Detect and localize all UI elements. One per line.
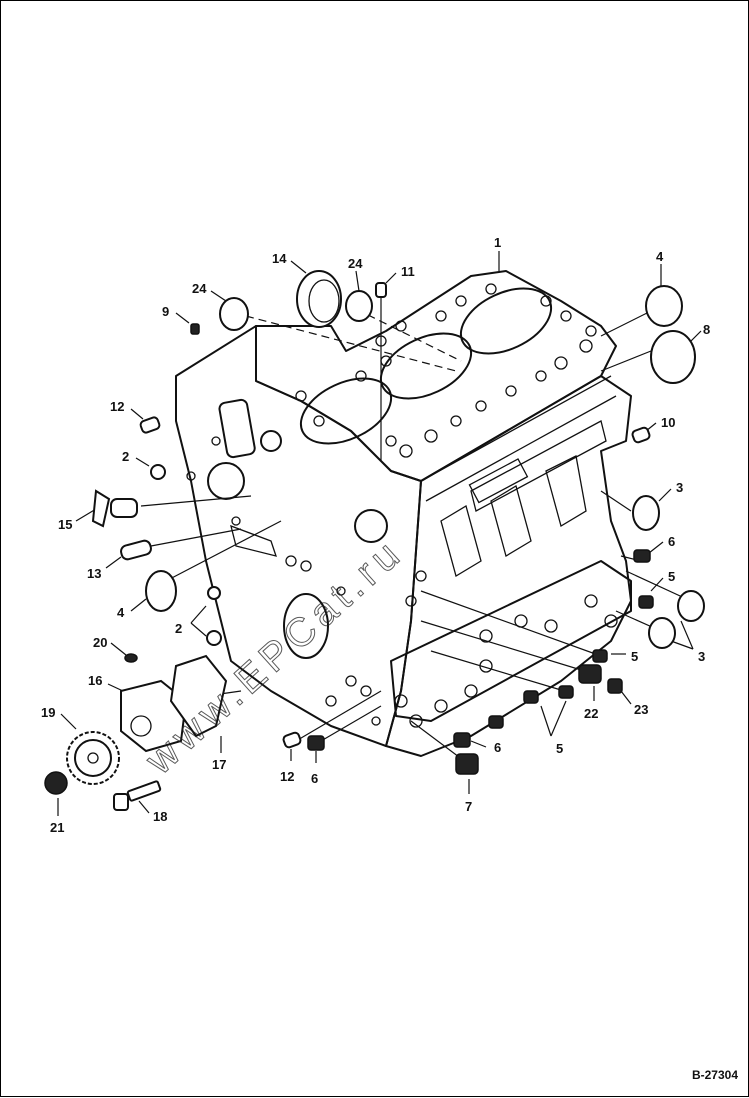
callout-23: 23	[634, 702, 648, 717]
plug-24-right	[345, 290, 373, 322]
callout-19: 19	[41, 705, 55, 720]
plug-12-bottom	[282, 731, 302, 749]
plug-6-top	[633, 549, 651, 563]
plug-7	[455, 753, 479, 775]
gasket-17	[169, 654, 228, 738]
callout-18: 18	[153, 809, 167, 824]
pin-11	[375, 282, 387, 298]
callout-8: 8	[703, 322, 710, 337]
side-holes	[394, 570, 618, 728]
plug-4-bottom	[145, 570, 177, 612]
plug-5-e	[488, 715, 504, 729]
figure-reference-code: B-27304	[691, 1068, 738, 1082]
plug-5-b	[592, 649, 608, 663]
callout-2: 2	[122, 449, 129, 464]
callout-5: 5	[631, 649, 638, 664]
leader-lines	[57, 251, 702, 816]
bolt-18-shank	[126, 780, 162, 802]
plug-6-mid	[453, 732, 471, 748]
callout-16: 16	[88, 673, 102, 688]
callout-6: 6	[668, 534, 675, 549]
bushing-3-a	[677, 590, 705, 622]
deck-holes	[295, 283, 597, 458]
plug-10	[631, 426, 651, 444]
callout-labels: 1 4 8 24 11 14 24 9 12 10 2 3 15 6 13 5 …	[41, 235, 710, 835]
callout-21: 21	[50, 820, 64, 835]
callout-10: 10	[661, 415, 675, 430]
callout-17: 17	[212, 757, 226, 772]
callout-5: 5	[668, 569, 675, 584]
callout-13: 13	[87, 566, 101, 581]
callout-7: 7	[465, 799, 472, 814]
callout-4: 4	[656, 249, 664, 264]
callout-14: 14	[272, 251, 287, 266]
callout-20: 20	[93, 635, 107, 650]
plug-6-low	[307, 735, 325, 751]
callout-4: 4	[117, 605, 125, 620]
drain-cock-body	[110, 498, 138, 518]
drain-cock-15	[91, 489, 111, 528]
bushing-3-top	[632, 495, 660, 531]
cylinder-bores	[299, 287, 553, 445]
fitting-22	[578, 664, 602, 684]
plug-5-d	[558, 685, 574, 699]
fitting-23	[607, 678, 623, 694]
callout-2: 2	[175, 621, 182, 636]
plug-5-a	[638, 595, 654, 609]
dowel-2-top	[150, 464, 166, 480]
nut-21	[44, 771, 68, 795]
watermark: www.EPCat.ru	[137, 529, 412, 783]
loose-parts	[44, 270, 705, 811]
callout-22: 22	[584, 706, 598, 721]
callout-6: 6	[494, 740, 501, 755]
callout-24: 24	[192, 281, 207, 296]
callout-24: 24	[348, 256, 363, 271]
dowel-2-mid	[207, 586, 221, 600]
cylinder-block	[175, 270, 632, 757]
bolt-18-head	[113, 793, 129, 811]
callout-9: 9	[162, 304, 169, 319]
callout-15: 15	[58, 517, 72, 532]
callout-5: 5	[556, 741, 563, 756]
plug-4-top	[645, 285, 683, 327]
callout-6: 6	[311, 771, 318, 786]
dowel-2-low	[206, 630, 222, 646]
plug-5-c	[523, 690, 539, 704]
callout-3: 3	[698, 649, 705, 664]
plug-12-top	[139, 416, 161, 434]
callout-3: 3	[676, 480, 683, 495]
callout-12: 12	[280, 769, 294, 784]
callout-1: 1	[494, 235, 501, 250]
pipe-13	[120, 539, 152, 561]
plug-24-left	[219, 297, 249, 331]
pin-20	[124, 653, 138, 663]
plug-8	[650, 330, 696, 384]
callout-12: 12	[110, 399, 124, 414]
pin-9	[190, 323, 200, 335]
plug-14	[296, 270, 342, 328]
bushing-3-b	[648, 617, 676, 649]
callout-11: 11	[401, 264, 415, 279]
front-face-details	[186, 398, 388, 726]
oil-pump-16	[120, 679, 188, 753]
